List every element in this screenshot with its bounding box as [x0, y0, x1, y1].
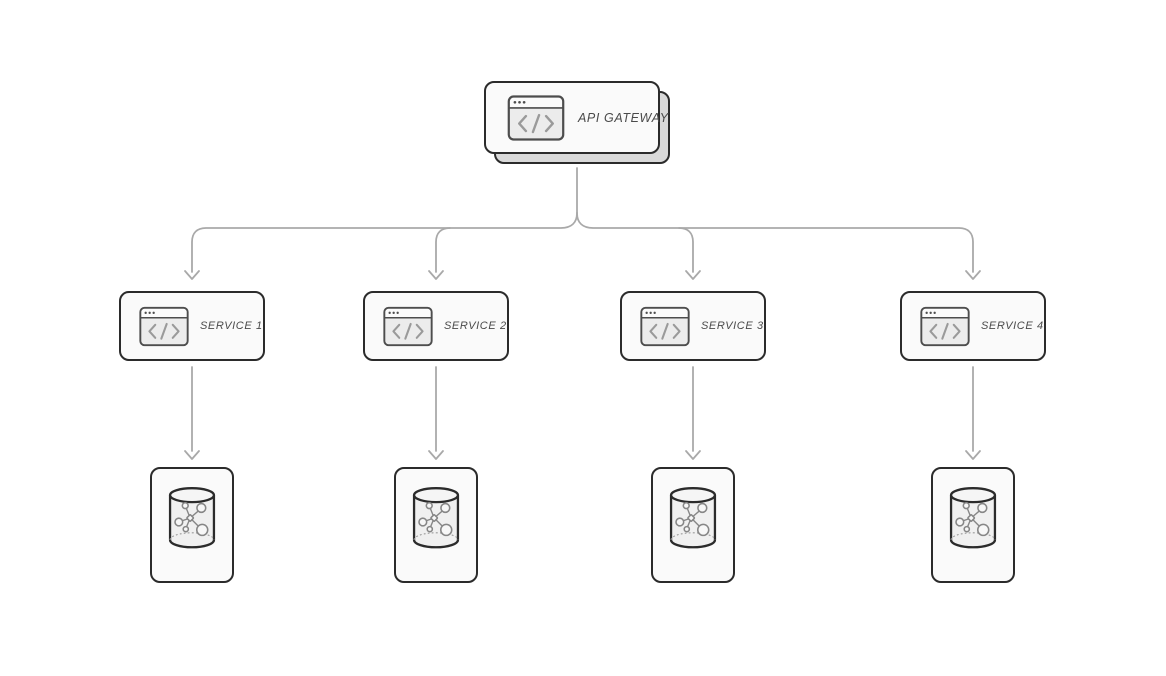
code-window-icon [507, 95, 565, 141]
service-label: SERVICE 1 [200, 320, 263, 332]
code-window-icon [383, 305, 433, 348]
service-1-node[interactable]: SERVICE 1 [119, 291, 265, 361]
service-2-node[interactable]: SERVICE 2 [363, 291, 509, 361]
database-graph-icon [668, 486, 718, 550]
service-label: SERVICE 3 [701, 320, 764, 332]
arrowhead-service-4 [965, 270, 981, 280]
database-2-node[interactable] [394, 467, 478, 583]
database-1-node[interactable] [150, 467, 234, 583]
arrowhead-service-2 [428, 270, 444, 280]
api-gateway-card: API GATEWAY [484, 81, 668, 154]
code-window-icon [139, 305, 189, 348]
branch-to-service-1 [191, 212, 578, 273]
database-4-node[interactable] [931, 467, 1015, 583]
database-graph-icon [167, 486, 217, 550]
database-graph-icon [411, 486, 461, 550]
code-window-icon [640, 305, 690, 348]
branch-to-service-3 [678, 227, 694, 273]
arrowhead-db-4 [965, 450, 981, 460]
database-graph-icon [948, 486, 998, 550]
arrowhead-db-1 [184, 450, 200, 460]
branch-to-service-2 [435, 227, 451, 273]
code-window-icon [920, 305, 970, 348]
service-label: SERVICE 2 [444, 320, 507, 332]
service-3-node[interactable]: SERVICE 3 [620, 291, 766, 361]
database-3-node[interactable] [651, 467, 735, 583]
arrowhead-db-2 [428, 450, 444, 460]
service-label: SERVICE 4 [981, 320, 1044, 332]
service-4-node[interactable]: SERVICE 4 [900, 291, 1046, 361]
gateway-label: API GATEWAY [578, 110, 669, 125]
arrowhead-db-3 [685, 450, 701, 460]
branch-to-service-4 [576, 212, 974, 273]
arrowhead-service-1 [184, 270, 200, 280]
api-gateway-node[interactable]: API GATEWAY [484, 81, 670, 164]
arrowhead-service-3 [685, 270, 701, 280]
